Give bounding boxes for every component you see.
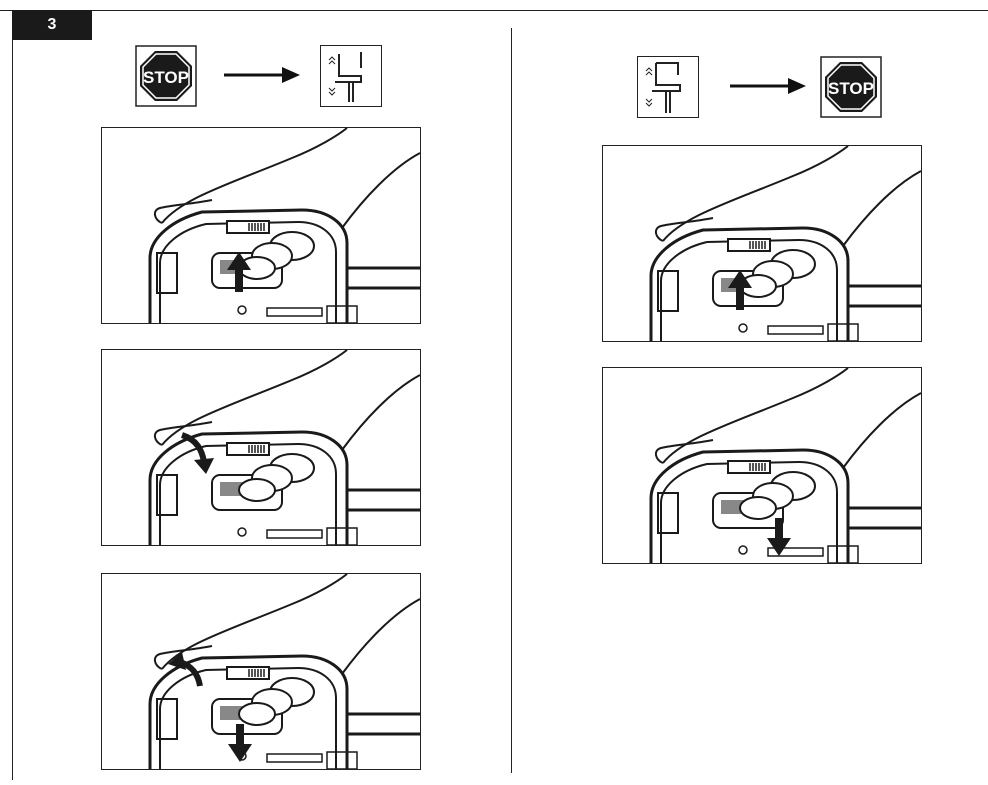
right-arrow-icon-left bbox=[222, 65, 302, 85]
stop-sign-icon-right: STOP bbox=[820, 56, 882, 118]
stop-text: STOP bbox=[143, 68, 189, 87]
stop-text: STOP bbox=[828, 79, 874, 98]
top-rule bbox=[0, 10, 988, 11]
left-rule bbox=[12, 40, 13, 780]
step-panel-left-1 bbox=[101, 127, 421, 324]
blade-lever-icon-right bbox=[637, 56, 699, 118]
step-panel-left-2 bbox=[101, 349, 421, 546]
tool-illustration bbox=[603, 368, 921, 563]
tool-illustration bbox=[102, 128, 420, 323]
right-arrow-icon-right bbox=[728, 76, 808, 96]
column-divider bbox=[511, 28, 512, 773]
figure-number-badge: 3 bbox=[12, 10, 92, 40]
step-panel-right-1 bbox=[602, 145, 922, 342]
step-panel-right-2 bbox=[602, 367, 922, 564]
blade-lever-icon-left bbox=[320, 45, 382, 107]
curved-down-arrow-icon bbox=[182, 435, 214, 474]
tool-illustration bbox=[102, 574, 420, 769]
tool-illustration bbox=[102, 350, 420, 545]
tool-illustration bbox=[603, 146, 921, 341]
figure-number: 3 bbox=[48, 16, 57, 34]
step-panel-left-3 bbox=[101, 573, 421, 770]
stop-sign-icon-left: STOP bbox=[135, 45, 197, 107]
